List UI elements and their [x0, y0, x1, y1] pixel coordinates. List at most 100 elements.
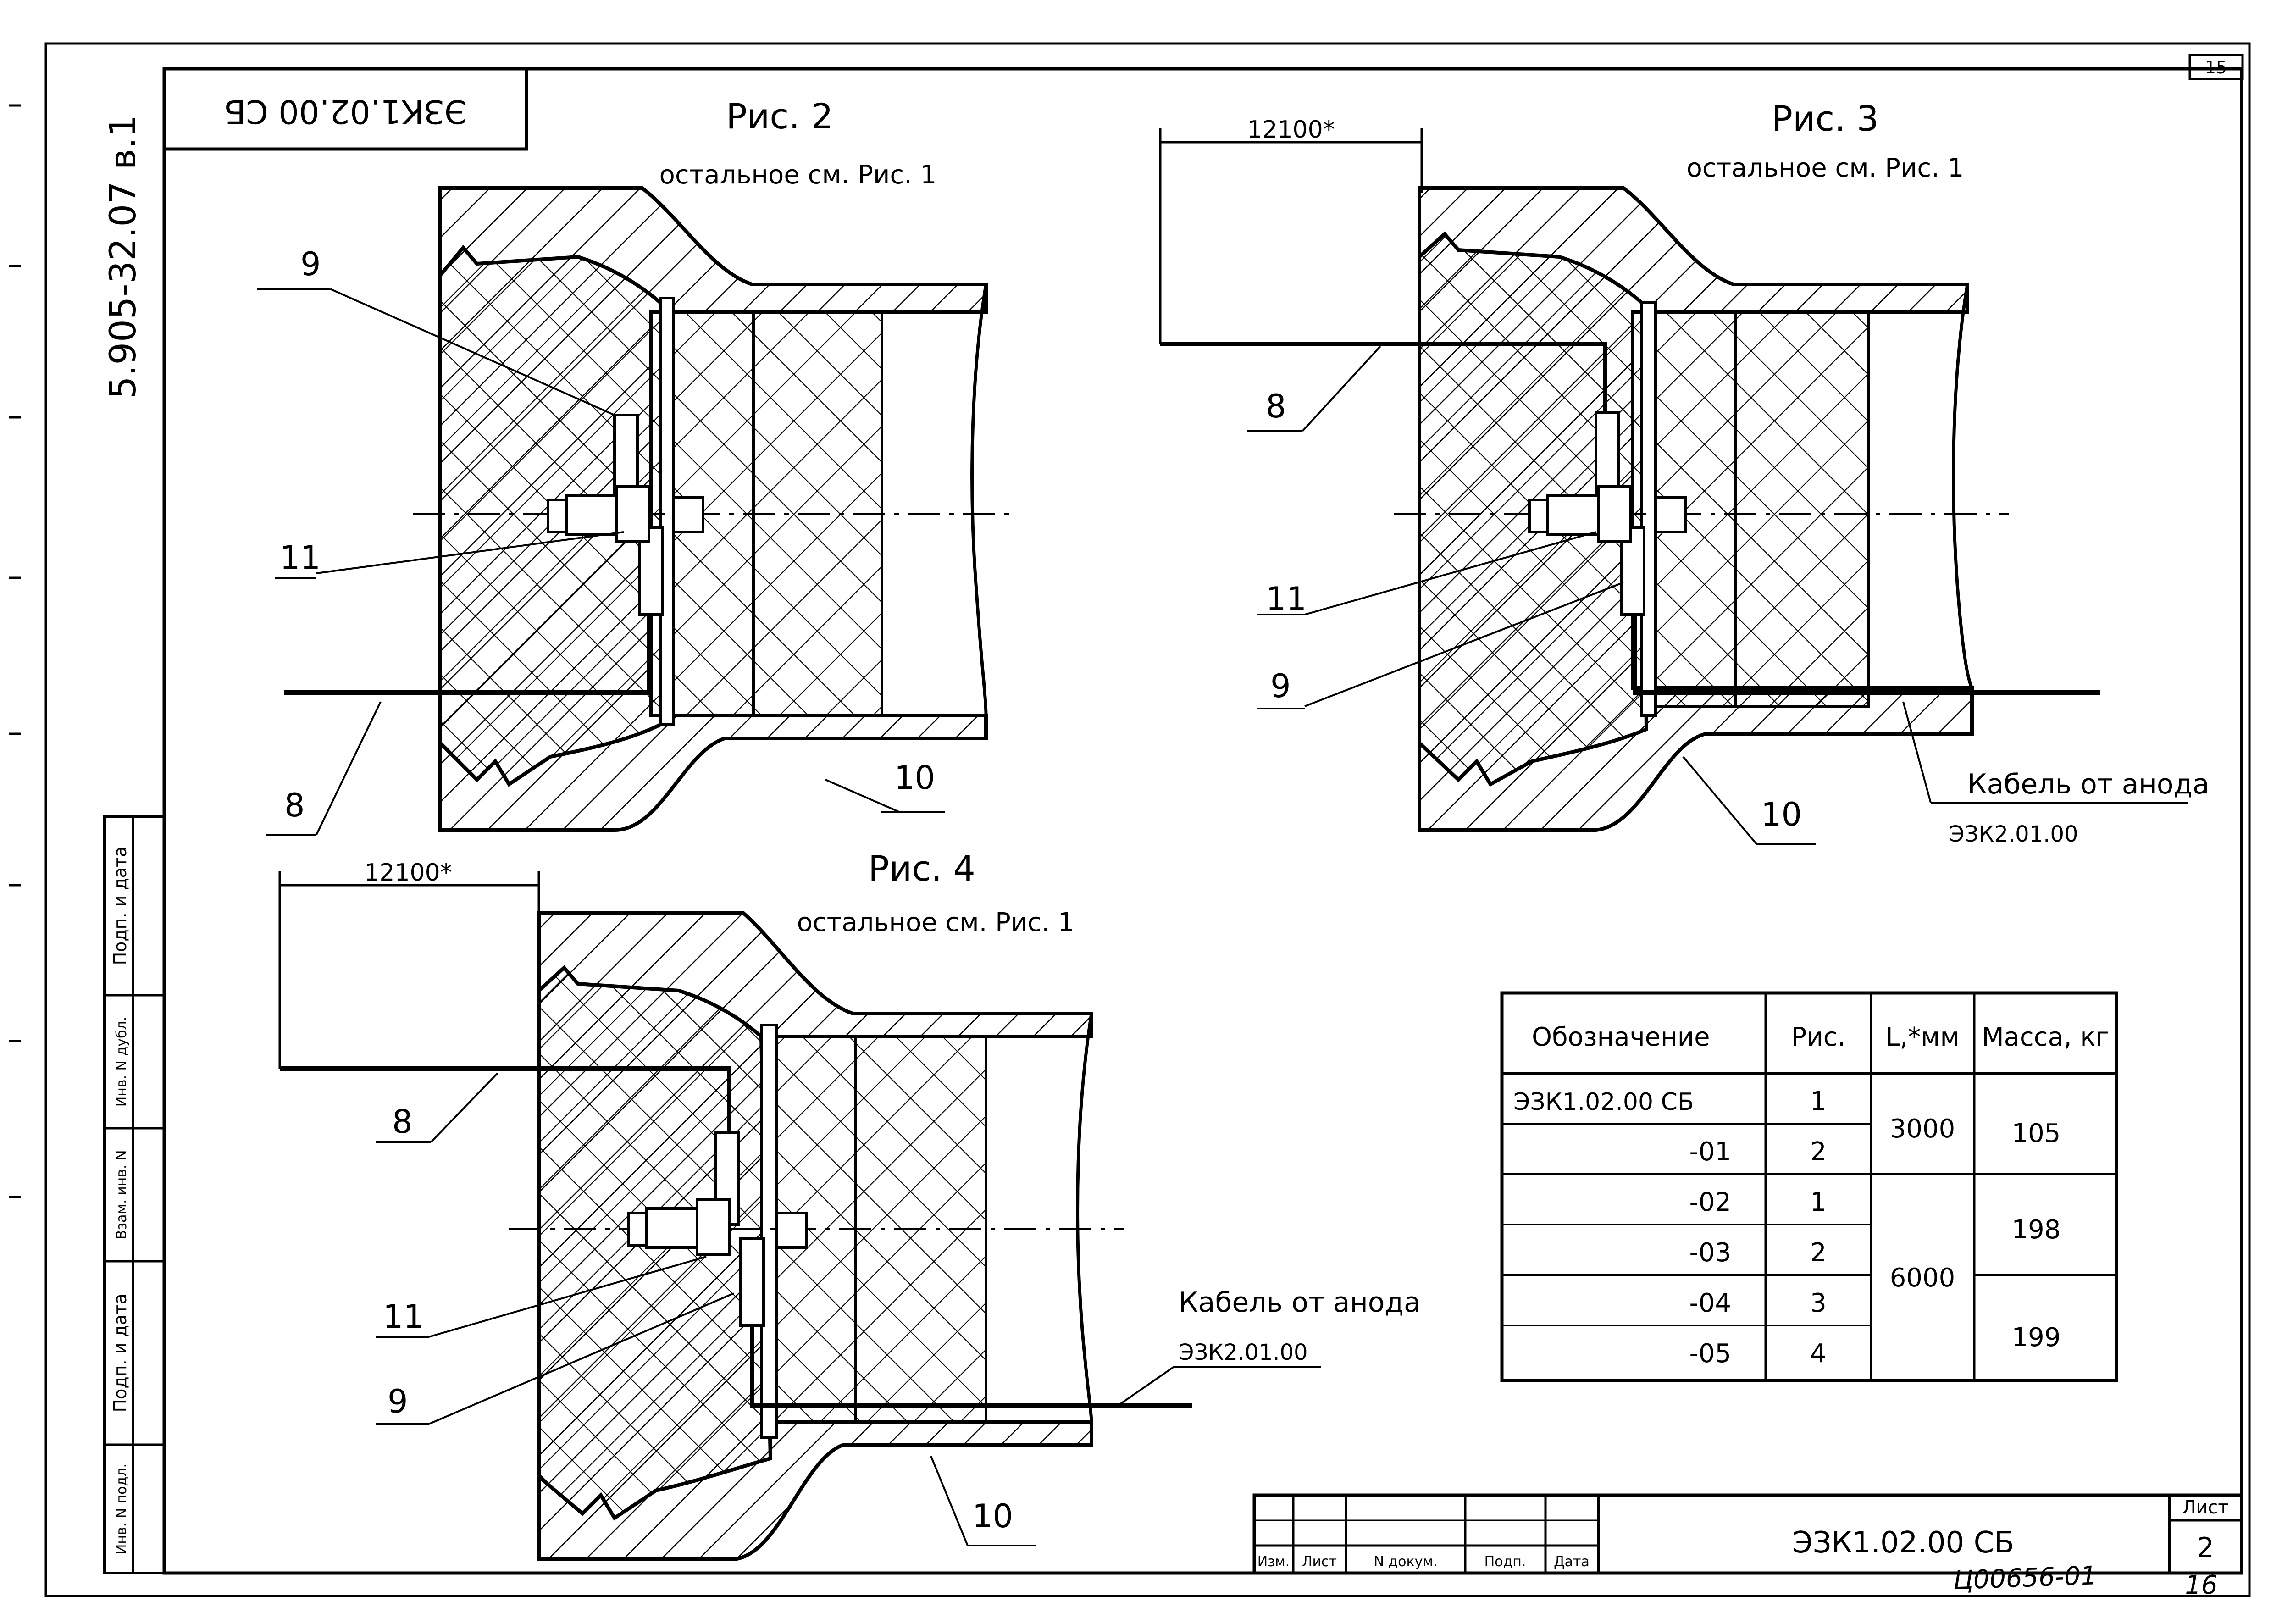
- title-col-change: Изм.: [1257, 1554, 1290, 1570]
- fig2-leader-10: [825, 779, 899, 813]
- fig4-leader-cable: [1113, 1366, 1175, 1409]
- stamp-label-sign-date-2: Подп. и дата: [110, 1294, 130, 1413]
- fig2-bolt-head: [547, 499, 568, 533]
- spec-row-3-fig: 1: [1810, 1187, 1827, 1217]
- fig4-flange-plate: [760, 1024, 778, 1439]
- title-block: Изм. Лист N докум. Подп. Дата ЭЗК1.02.00…: [1252, 1493, 2243, 1575]
- fig4-nut: [645, 1207, 698, 1249]
- figure-4: Рис. 4 остальное см. Рис. 1 12100* 8 11: [278, 848, 1421, 1561]
- fig3-callout-8: 8: [1266, 388, 1286, 425]
- fig2-callout-9: 9: [300, 245, 321, 283]
- margin-ticks: [9, 104, 21, 1198]
- stamp-label-replace-inv: Взам. инв. N: [114, 1150, 130, 1240]
- fig3-dimension: 12100*: [1159, 116, 1423, 344]
- title-col-doc-number: N докум.: [1374, 1554, 1437, 1570]
- spec-mass-105: 105: [2012, 1119, 2061, 1148]
- fig2-callout-11: 11: [280, 539, 321, 576]
- title-col-sheet: Лист: [1302, 1554, 1337, 1570]
- fig4-leader-9: [428, 1292, 734, 1425]
- spec-row-5-fig: 3: [1810, 1288, 1827, 1318]
- fig2-washer: [615, 485, 650, 543]
- fig2-leader-11: [316, 531, 624, 574]
- fig2-cable: [284, 615, 651, 695]
- spec-row-2-designation: -01: [1689, 1137, 1731, 1167]
- fig4-leader-11: [428, 1256, 707, 1338]
- stamp-label-orig-inv: Инв. N подл.: [114, 1463, 130, 1554]
- spec-header-length: L,*мм: [1885, 1022, 1960, 1052]
- inverted-code-stamp: ЭЗК1.02.00 СБ: [162, 67, 528, 151]
- title-col-signature: Подп.: [1484, 1554, 1526, 1570]
- fig3-pipe-end: [1952, 284, 1974, 689]
- spec-row-3-designation: -02: [1689, 1187, 1731, 1217]
- fig3-cable-in: [1160, 342, 1607, 413]
- fig3-insert-block-2: [1734, 310, 1870, 708]
- fig4-leader-10: [930, 1456, 969, 1546]
- fig4-cable-label-2: ЭЗК2.01.00: [1179, 1340, 1308, 1365]
- fig4-cable-label-1: Кабель от анода: [1179, 1286, 1421, 1319]
- fig4-dimension: 12100*: [278, 859, 540, 1069]
- fig4-note: остальное см. Рис. 1: [797, 908, 1074, 937]
- fig4-dimension-text: 12100*: [364, 859, 452, 887]
- fig4-callout-8: 8: [392, 1103, 413, 1141]
- fig4-callout-11: 11: [383, 1298, 424, 1336]
- fig2-bolt-tail: [672, 496, 704, 533]
- fig3-bolt-head: [1528, 499, 1549, 533]
- title-sheet-number: 2: [2197, 1532, 2214, 1564]
- fig3-cable-label-1: Кабель от анода: [1967, 768, 2210, 800]
- title-sheet-label: Лист: [2182, 1497, 2228, 1518]
- spec-header-fig: Рис.: [1791, 1022, 1846, 1052]
- figure-2: Рис. 2 остальное см. Рис. 1 9 11 8 10: [257, 96, 1018, 836]
- spec-length-3000: 3000: [1890, 1114, 1955, 1144]
- outer-trim-frame: [44, 42, 2251, 1597]
- fig3-leader-10: [1682, 756, 1757, 845]
- fig4-clamp-lower: [739, 1237, 765, 1327]
- spec-mass-199: 199: [2012, 1323, 2061, 1352]
- title-col-date: Дата: [1554, 1554, 1590, 1570]
- spec-row-6-fig: 4: [1810, 1339, 1827, 1369]
- stamp-label-dup-inv: Инв. N дубл.: [114, 1017, 130, 1107]
- fig4-cable-out: [750, 1325, 1192, 1408]
- fig4-washer: [696, 1198, 731, 1256]
- fig3-cable-out: [1633, 615, 2100, 695]
- fig2-note: остальное см. Рис. 1: [659, 160, 937, 190]
- fig4-bolt-head: [627, 1212, 648, 1247]
- fig2-callout-10: 10: [894, 759, 935, 797]
- left-stamp-column: Подп. и дата Инв. N дубл. Взам. инв. N П…: [103, 815, 166, 1574]
- handwritten-inventory: Ц00656-01: [1953, 1561, 2097, 1596]
- fig2-leader-9: [330, 288, 615, 416]
- fig2-flange-plate: [659, 297, 675, 726]
- fig3-washer: [1597, 485, 1632, 543]
- spec-mass-198: 198: [2012, 1215, 2061, 1245]
- spec-row-1-designation: ЭЗК1.02.00 СБ: [1513, 1088, 1694, 1116]
- fig3-leader-11: [1304, 531, 1596, 615]
- spec-row-5-designation: -04: [1689, 1288, 1731, 1318]
- top-sheet-number: 15: [2205, 57, 2227, 78]
- side-document-code: 5.905-32.07 в.1: [103, 115, 144, 399]
- spec-header-mass: Масса, кг: [1982, 1022, 2109, 1052]
- fig4-cable-in: [280, 1066, 731, 1133]
- fig4-leader-8: [430, 1072, 498, 1143]
- fig2-nut: [565, 494, 618, 536]
- fig2-callout-8: 8: [284, 787, 305, 824]
- fig2-leader-8: [316, 701, 382, 835]
- spec-row-6-designation: -05: [1689, 1339, 1731, 1369]
- fig4-title: Рис. 4: [868, 848, 975, 889]
- fig4-bolt-tail: [775, 1212, 808, 1249]
- spec-row-4-fig: 2: [1810, 1238, 1827, 1268]
- top-sheet-number-box: 15: [2188, 54, 2244, 80]
- fig2-title: Рис. 2: [726, 96, 833, 137]
- spec-table: Обозначение Рис. L,*мм Масса, кг ЭЗК1.02…: [1500, 991, 2118, 1382]
- fig3-callout-9: 9: [1270, 667, 1291, 705]
- spec-row-1-fig: 1: [1810, 1086, 1827, 1116]
- inverted-code-text: ЭЗК1.02.00 СБ: [224, 93, 467, 130]
- handwritten-page: 16: [2185, 1570, 2217, 1600]
- fig2-pipe-end: [970, 284, 988, 716]
- fig3-nut: [1546, 494, 1600, 536]
- fig4-callout-9: 9: [388, 1383, 408, 1420]
- fig3-bolt-tail: [1654, 496, 1687, 533]
- spec-row-4-designation: -03: [1689, 1238, 1731, 1268]
- fig3-flange-plate: [1640, 301, 1657, 717]
- spec-row-2-fig: 2: [1810, 1137, 1827, 1167]
- fig3-title: Рис. 3: [1772, 98, 1879, 139]
